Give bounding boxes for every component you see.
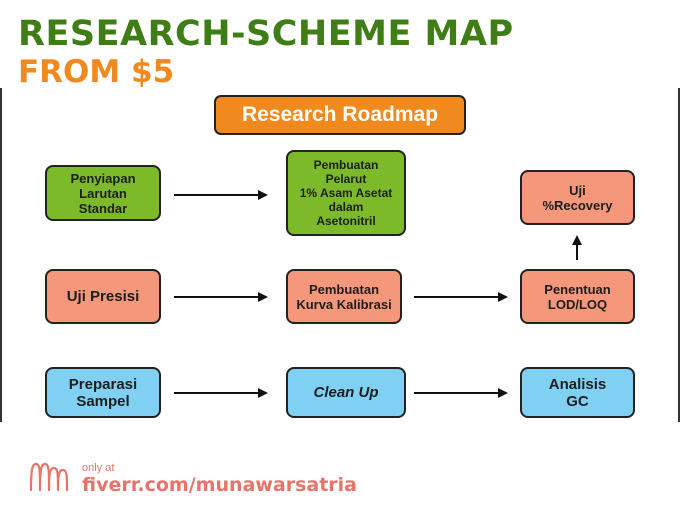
- node-clean-up: Clean Up: [286, 367, 406, 418]
- roadmap-title-box: Research Roadmap: [214, 95, 466, 135]
- mn-monogram-icon: [29, 462, 69, 492]
- node-penyiapan-larutan-standar: Penyiapan Larutan Standar: [45, 165, 161, 221]
- footer-only-at: only at: [82, 462, 115, 474]
- node-uji-recovery: Uji %Recovery: [520, 170, 635, 225]
- node-pembuatan-pelarut: Pembuatan Pelarut 1% Asam Asetat dalam A…: [286, 150, 406, 236]
- diagram-frame: [0, 88, 680, 422]
- footer-link[interactable]: fiverr.com/munawarsatria: [82, 474, 357, 496]
- node-analisis-gc: Analisis GC: [520, 367, 635, 418]
- page-title: RESEARCH-SCHEME MAP: [18, 14, 514, 54]
- node-pembuatan-kurva-kalibrasi: Pembuatan Kurva Kalibrasi: [286, 269, 402, 324]
- node-uji-presisi: Uji Presisi: [45, 269, 161, 324]
- price-subtitle: FROM $5: [18, 54, 175, 90]
- node-preparasi-sampel: Preparasi Sampel: [45, 367, 161, 418]
- node-penentuan-lod-loq: Penentuan LOD/LOQ: [520, 269, 635, 324]
